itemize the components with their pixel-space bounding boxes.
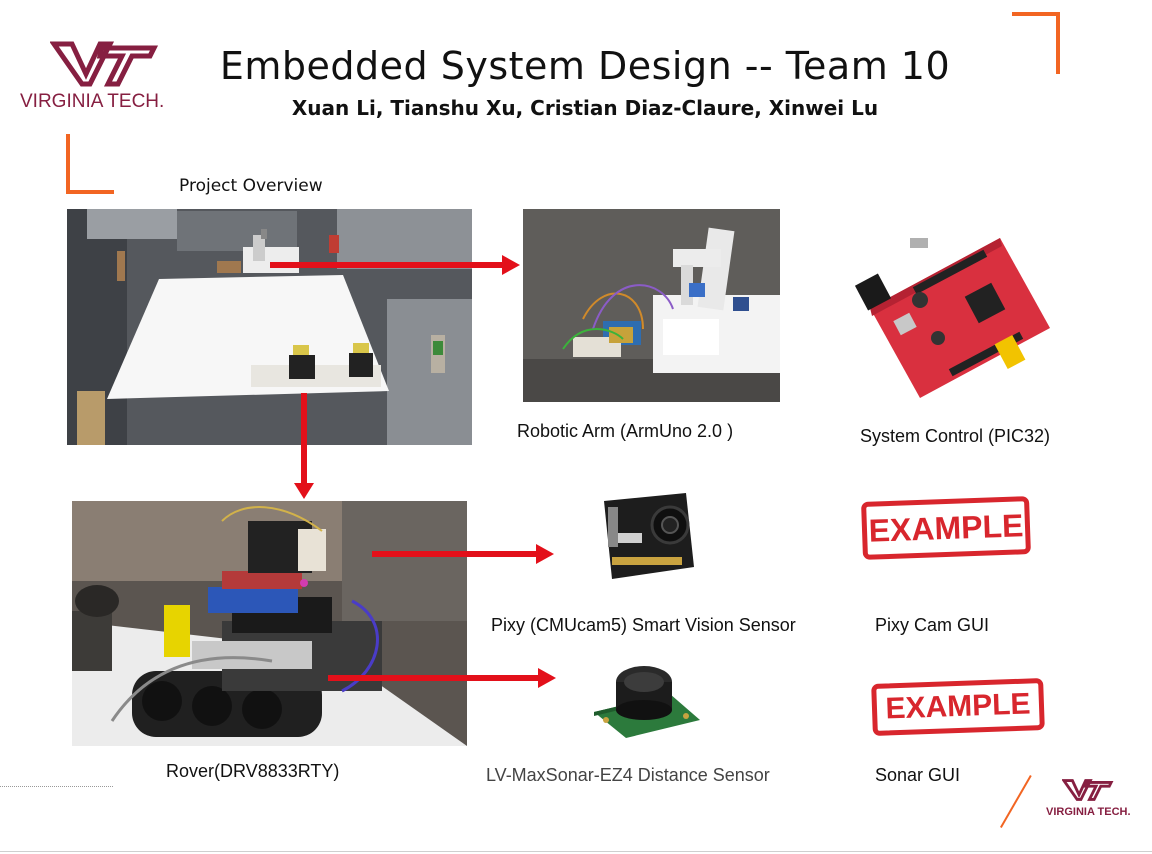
robotic-arm-photo <box>523 209 780 402</box>
bottom-edge <box>0 851 1152 852</box>
caption-sonar-sensor: LV-MaxSonar-EZ4 Distance Sensor <box>486 765 770 785</box>
arrow-arena-to-rover <box>294 393 314 499</box>
rover-photo <box>72 501 467 746</box>
vt-wordmark: VIRGINIA TECH. <box>20 91 165 112</box>
maxsonar-sensor-photo <box>586 660 706 740</box>
vt-monogram-icon <box>1062 779 1114 801</box>
caption-system-control: System Control (PIC32) <box>860 426 1051 446</box>
caption-sonar-gui: Sonar GUI <box>875 765 961 785</box>
vt-wordmark: VIRGINIA TECH. <box>1046 806 1131 818</box>
arrow-arena-to-arm <box>270 255 520 275</box>
arrow-rover-to-pixy <box>372 544 554 564</box>
dotted-divider <box>0 786 113 787</box>
example-stamp-sonar-gui: EXAMPLE <box>871 678 1045 736</box>
vt-logo-bottom: VIRGINIA TECH. <box>1040 778 1140 822</box>
section-title: Project Overview <box>179 176 323 196</box>
caption-rover: Rover(DRV8833RTY) <box>166 761 340 781</box>
example-stamp-text: EXAMPLE <box>884 687 1032 726</box>
example-stamp-pixy-gui: EXAMPLE <box>861 496 1031 560</box>
vt-monogram-icon <box>50 41 159 87</box>
author-list: Xuan Li, Tianshu Xu, Cristian Diaz-Claur… <box>291 96 879 120</box>
slide-title: Embedded System Design -- Team 10 <box>219 44 951 88</box>
orange-bracket-top-right <box>1012 12 1060 74</box>
arena-photo <box>67 209 472 445</box>
orange-bracket-left <box>66 134 114 194</box>
arrow-rover-to-sonar <box>328 668 556 688</box>
caption-pixy-gui: Pixy Cam GUI <box>875 615 990 635</box>
pixy-camera-photo <box>598 487 703 585</box>
vt-logo-top: VIRGINIA TECH. <box>18 40 188 115</box>
pic32-board-photo <box>850 218 1060 408</box>
example-stamp-text: EXAMPLE <box>868 507 1024 549</box>
caption-pixy-sensor: Pixy (CMUcam5) Smart Vision Sensor <box>491 615 796 635</box>
orange-diagonal-line <box>1000 775 1032 828</box>
caption-robotic-arm: Robotic Arm (ArmUno 2.0 ) <box>517 421 734 441</box>
